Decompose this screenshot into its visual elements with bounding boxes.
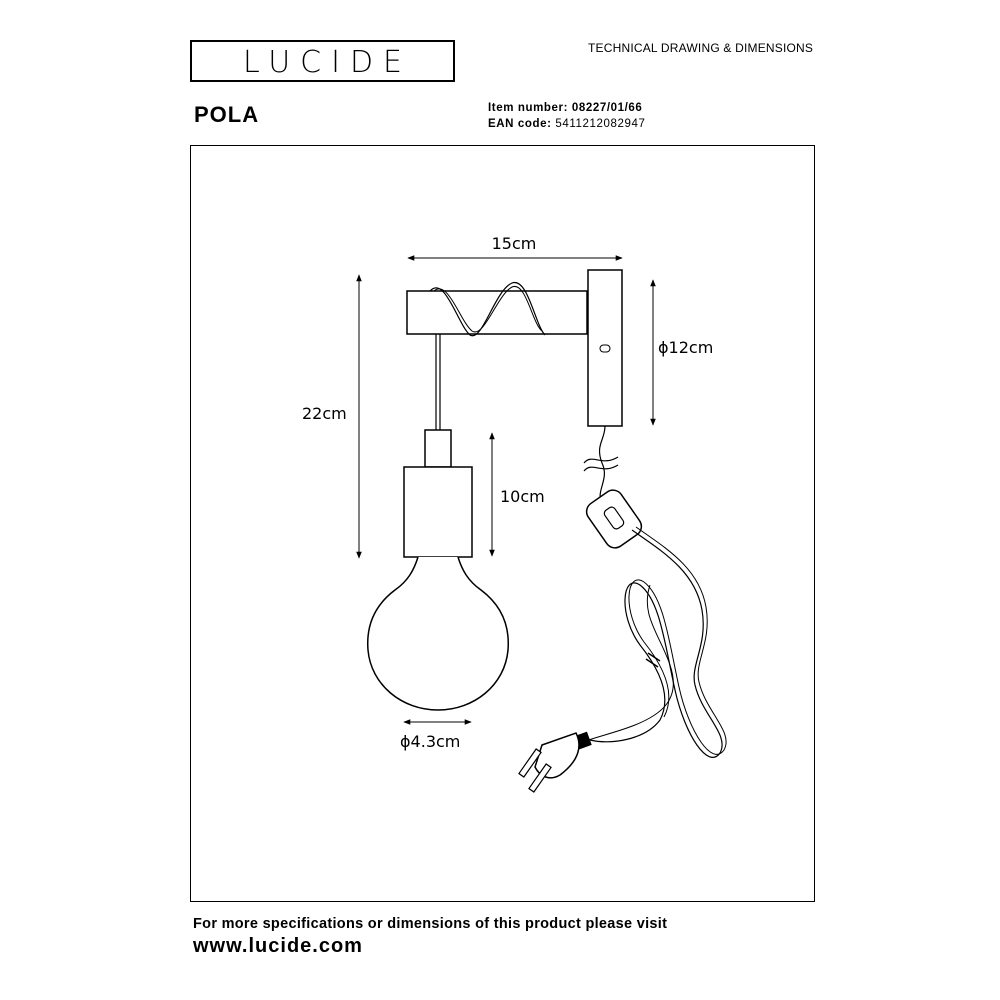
ean-line: EAN code: 5411212082947	[488, 118, 645, 130]
height-dimension: 22cm	[302, 274, 362, 559]
wrapped-cable	[429, 282, 546, 337]
coiled-cable-inner	[628, 526, 727, 755]
width-label: 15cm	[492, 234, 537, 253]
plug-pin-2	[528, 763, 552, 793]
wall-plate-dimension: ϕ12cm	[650, 279, 713, 426]
wall-plate-screw	[599, 344, 611, 353]
cable-break	[583, 456, 619, 472]
item-number-value: 08227/01/66	[571, 102, 643, 114]
technical-drawing: 15cm ϕ12cm 22cm 10cm ϕ4.3cm	[302, 234, 727, 793]
lamp-arm	[406, 290, 588, 335]
brand-logo-text: LUCIDE	[242, 45, 413, 80]
brand-logo: LUCIDE	[190, 40, 455, 82]
footer-url[interactable]: www.lucide.com	[193, 935, 363, 957]
document-type: TECHNICAL DRAWING & DIMENSIONS	[588, 41, 814, 55]
item-number-line: Item number: 08227/01/66	[488, 102, 642, 114]
shade-height-label: 10cm	[500, 487, 545, 506]
bulb-diameter-dimension: ϕ4.3cm	[400, 719, 472, 751]
ean-label: EAN code:	[488, 118, 552, 130]
lamp-holder	[403, 466, 473, 558]
power-cable	[598, 425, 606, 506]
plug-pin-1	[518, 748, 542, 778]
bulb-diameter-label: ϕ4.3cm	[400, 732, 460, 751]
globe-bulb	[366, 556, 510, 711]
socket-cap	[424, 429, 452, 468]
footer-note: For more specifications or dimensions of…	[193, 916, 668, 932]
cable-clip	[645, 652, 661, 668]
coiled-cable-outer	[579, 584, 674, 744]
wall-plate-label: ϕ12cm	[658, 338, 713, 357]
shade-height-dimension: 10cm	[489, 432, 545, 557]
inline-switch	[585, 489, 643, 549]
switch-toggle	[603, 506, 625, 530]
product-name: POLA	[194, 102, 260, 127]
height-label: 22cm	[302, 404, 347, 423]
wrapped-cable-inner	[433, 286, 543, 333]
width-dimension: 15cm	[407, 234, 623, 261]
drawing-frame	[190, 145, 815, 902]
power-plug	[518, 731, 592, 793]
item-number-label: Item number:	[488, 102, 569, 114]
coiled-cable	[589, 529, 723, 758]
ean-value: 5411212082947	[555, 118, 646, 130]
